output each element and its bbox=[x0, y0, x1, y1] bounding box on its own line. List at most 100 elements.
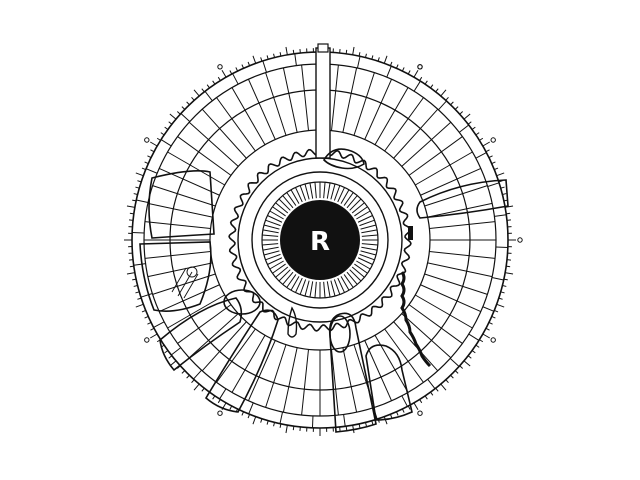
radial-line bbox=[167, 151, 225, 186]
pupil-spoke bbox=[262, 246, 279, 251]
pupil-spoke bbox=[351, 266, 365, 278]
radial-line bbox=[408, 304, 463, 344]
radial-line bbox=[424, 273, 488, 295]
outer-segment-line bbox=[140, 293, 153, 298]
pupil-spoke bbox=[290, 276, 300, 291]
ring-marker-dot bbox=[490, 137, 496, 143]
pupil-spoke bbox=[333, 279, 341, 295]
radial-line bbox=[374, 335, 409, 393]
right-small-marker bbox=[408, 226, 413, 240]
pupil-spoke bbox=[357, 257, 373, 265]
pupil-spoke bbox=[267, 215, 283, 223]
bottom-left-lacuna-2 bbox=[204, 309, 279, 413]
pupil-spoke bbox=[282, 195, 294, 209]
pupil bbox=[280, 200, 360, 280]
outer-segment-line bbox=[482, 306, 495, 312]
pupil-spoke bbox=[349, 198, 362, 211]
pupil-spoke bbox=[262, 234, 279, 237]
wavy-collarette bbox=[228, 148, 412, 332]
radial-line bbox=[265, 72, 287, 136]
pupil-spoke bbox=[286, 274, 297, 288]
pupil-spoke bbox=[361, 234, 378, 237]
bottom-left-lacuna-3 bbox=[287, 306, 298, 338]
pupil-spoke bbox=[304, 183, 310, 200]
pupil-spoke bbox=[326, 281, 331, 298]
pupil-spoke bbox=[269, 260, 284, 270]
pupil-spoke bbox=[340, 189, 350, 204]
tick-mark bbox=[252, 416, 257, 425]
outer-segment-line bbox=[356, 56, 361, 69]
outer-segment-line bbox=[449, 358, 460, 367]
outer-segment-line bbox=[401, 395, 408, 407]
radial-line bbox=[331, 349, 339, 416]
radial-line bbox=[282, 67, 298, 133]
tick-mark bbox=[252, 55, 257, 64]
radial-line bbox=[331, 64, 339, 131]
pupil-spoke bbox=[326, 182, 331, 199]
pupil-spoke bbox=[304, 280, 310, 297]
tick-mark bbox=[505, 272, 514, 275]
radial-line bbox=[342, 347, 358, 413]
pupil-spoke bbox=[360, 250, 377, 256]
pupil-spoke bbox=[361, 246, 378, 251]
tick-mark bbox=[496, 172, 505, 177]
pupil-spoke bbox=[343, 274, 354, 288]
outer-segment-line bbox=[136, 199, 149, 204]
tick-mark bbox=[150, 333, 158, 339]
pupil-spokes bbox=[262, 182, 378, 298]
radial-line bbox=[401, 121, 452, 167]
pupil-spoke bbox=[343, 192, 354, 206]
radial-line bbox=[429, 251, 496, 259]
pupil-spoke bbox=[309, 182, 314, 199]
tick-mark bbox=[505, 205, 514, 208]
radial-line bbox=[247, 340, 276, 401]
left-upper-lacuna bbox=[148, 170, 215, 239]
pupil-spoke bbox=[346, 195, 358, 209]
ring-marker-dot bbox=[417, 64, 423, 70]
radial-line bbox=[177, 136, 232, 176]
bottom-lacuna-2 bbox=[365, 344, 413, 421]
radial-line bbox=[216, 97, 256, 152]
pupil-spoke bbox=[275, 266, 289, 278]
outer-segment-line bbox=[170, 347, 182, 356]
tick-mark bbox=[463, 113, 471, 120]
pupil-spoke bbox=[356, 260, 371, 270]
radial-line bbox=[427, 262, 493, 278]
pupil-spoke bbox=[299, 185, 307, 201]
pupil-spoke bbox=[262, 243, 279, 246]
radial-line bbox=[301, 349, 309, 416]
pupil-spoke bbox=[309, 281, 314, 298]
outer-segment-line bbox=[279, 411, 284, 424]
outer-segment-line bbox=[232, 73, 239, 85]
outer-segment-line bbox=[180, 113, 191, 122]
radial-line bbox=[147, 262, 213, 278]
top-notch-cap bbox=[317, 43, 329, 53]
pupil-spoke bbox=[278, 198, 291, 211]
radial-line bbox=[408, 136, 463, 176]
tick-mark bbox=[135, 303, 144, 308]
pupil-spoke bbox=[359, 253, 375, 261]
tick-mark bbox=[193, 383, 200, 391]
tick-mark bbox=[482, 333, 490, 339]
radial-line bbox=[152, 185, 216, 207]
tick-mark bbox=[193, 89, 200, 97]
radial-line bbox=[159, 167, 220, 196]
ring-marker-dot bbox=[517, 237, 523, 243]
tick-mark bbox=[482, 141, 490, 147]
tick-mark bbox=[135, 172, 144, 177]
pupil-spoke bbox=[265, 253, 281, 261]
pupil-spoke bbox=[337, 187, 345, 203]
pupil-spoke bbox=[295, 187, 303, 203]
radial-line bbox=[177, 304, 232, 344]
radial-line bbox=[353, 72, 375, 136]
radial-segment-lines bbox=[132, 52, 508, 428]
outer-ring-markers bbox=[144, 64, 523, 416]
radial-line bbox=[301, 64, 309, 131]
ring-marker-dot bbox=[144, 137, 150, 143]
pupil-spoke bbox=[272, 263, 286, 274]
pupil-spoke bbox=[282, 271, 294, 285]
pupil-spoke bbox=[361, 229, 378, 234]
tick-mark bbox=[221, 70, 227, 78]
tick-mark bbox=[126, 272, 135, 275]
